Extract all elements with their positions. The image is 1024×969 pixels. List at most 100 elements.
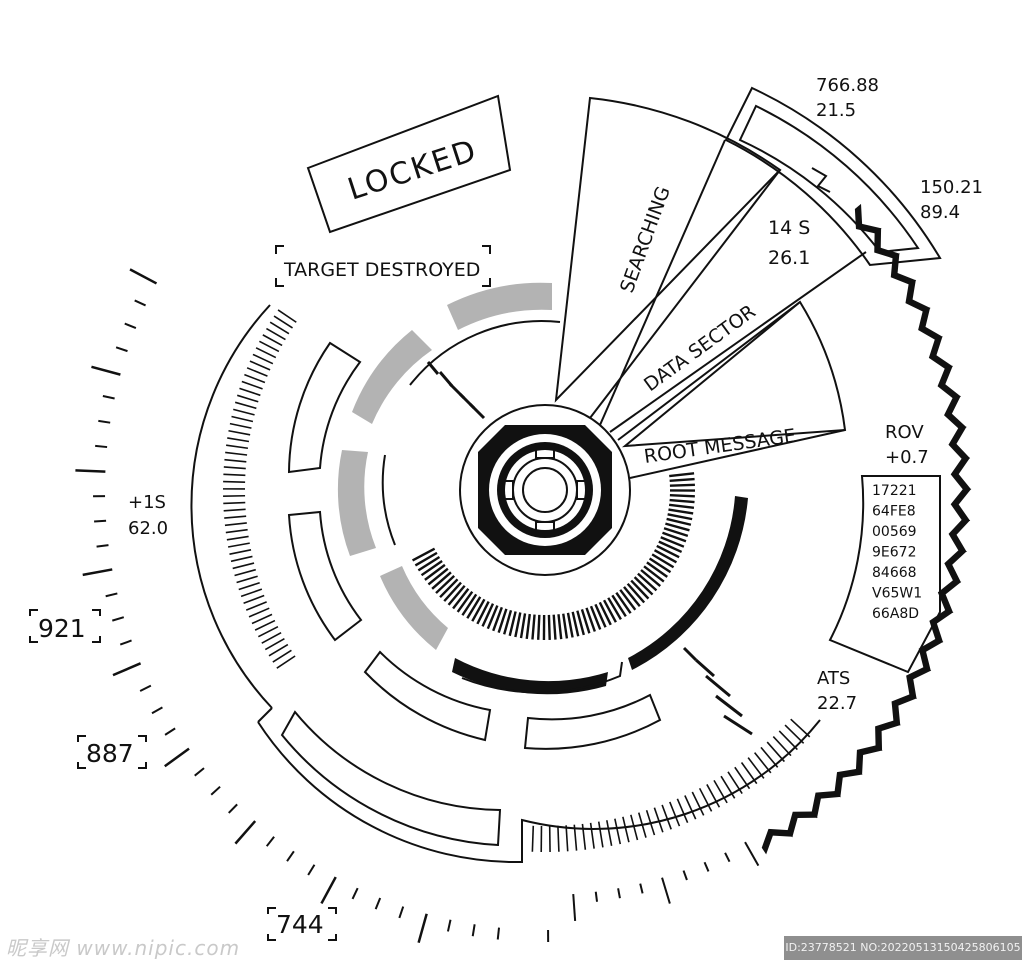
outer-tick — [446, 919, 452, 932]
hatch-line — [691, 791, 705, 816]
outer-tick — [75, 469, 106, 473]
inner-hatch-line — [637, 572, 658, 592]
inner-hatch-line — [439, 578, 459, 599]
inner-hatch-line — [648, 557, 672, 574]
hatch-line — [231, 415, 254, 423]
core-nub-right — [576, 480, 588, 500]
inner-hatch-line — [431, 571, 452, 590]
inner-hatch-line — [456, 590, 474, 613]
inner-hatch-line — [669, 494, 695, 498]
inner-hatch-line — [461, 593, 478, 616]
hatch-line — [246, 367, 268, 377]
outer-tick — [307, 864, 316, 876]
inner-hatch-line — [667, 513, 693, 521]
bracket-744 — [267, 907, 337, 941]
left-panel-2 — [287, 510, 363, 642]
inner-hatch-line — [653, 549, 678, 564]
dash-group-upper — [426, 361, 486, 420]
chevron-mark — [855, 745, 883, 775]
hatch-line — [622, 816, 630, 843]
outer-tick — [124, 322, 137, 329]
hatch-line — [661, 804, 672, 830]
outer-tick — [398, 906, 405, 919]
inner-hatch-line — [603, 599, 617, 623]
chevron-mark — [950, 488, 972, 521]
outer-tick — [374, 897, 382, 910]
watermark-left: 昵享网 www.nipic.com — [6, 936, 241, 960]
chevron-mark — [937, 579, 962, 613]
outer-tick — [417, 913, 428, 944]
hatch-line — [243, 594, 265, 605]
outer-tick — [82, 568, 113, 577]
inner-hatch-line — [414, 551, 438, 567]
code-entry: 9E672 — [872, 545, 916, 561]
inner-hatch-line — [607, 597, 622, 620]
chevron-mark — [906, 666, 932, 699]
hatch-line — [784, 724, 805, 744]
outer-tick — [234, 820, 257, 845]
left-panel-1 — [287, 341, 362, 474]
inner-hatch-line — [623, 586, 641, 608]
outer-tick — [286, 850, 295, 862]
hatch-line — [684, 795, 697, 820]
inner-hatch-line — [585, 607, 596, 632]
inner-hatch-line — [427, 567, 449, 586]
outer-tick — [639, 883, 644, 894]
outer-tick — [105, 592, 118, 598]
bracket-887-label: 887 — [86, 739, 134, 768]
core-nub-bottom — [535, 521, 555, 533]
hatch-line — [226, 535, 249, 541]
outer-tick — [228, 803, 238, 814]
readout-top-a2: 21.5 — [816, 100, 856, 121]
inner-hatch-line — [447, 584, 466, 606]
root-message-sector — [621, 300, 847, 448]
hatch-line — [227, 437, 250, 443]
hatch-line — [249, 360, 271, 371]
hatch-line — [713, 779, 728, 804]
outer-tick — [744, 841, 760, 867]
hatch-line — [257, 625, 279, 638]
outer-tick — [129, 268, 158, 285]
hatch-line — [272, 649, 292, 663]
outer-tick — [98, 419, 111, 424]
hatch-line — [224, 515, 247, 519]
chevron-mark — [918, 307, 943, 340]
hatch-line — [252, 353, 274, 365]
target-destroyed-bracket — [275, 245, 491, 287]
chevron-arc — [761, 203, 972, 855]
hatch-line — [223, 473, 246, 477]
chevron-mark — [944, 395, 967, 429]
hatch-line — [676, 798, 689, 824]
outer-tick — [134, 299, 146, 307]
readout-top-b2: 89.4 — [920, 202, 960, 223]
hatch-line — [269, 321, 290, 335]
code-entry: 64FE8 — [872, 504, 916, 520]
inner-hatch-line — [557, 614, 563, 640]
outer-tick — [661, 877, 671, 904]
inner-hatch-line — [598, 601, 612, 626]
readout-mid2: 26.1 — [768, 247, 810, 269]
inner-hatch-line — [481, 603, 495, 627]
hatch-line — [239, 387, 261, 397]
chevron-mark — [834, 768, 863, 798]
inner-hatch-line — [531, 614, 536, 640]
inner-hatch-line — [666, 517, 692, 526]
hatch-line — [255, 347, 277, 359]
hatch-line — [233, 408, 255, 416]
hatch-line — [223, 466, 246, 470]
outer-tick — [96, 544, 109, 548]
rov-value: +0.7 — [885, 447, 929, 468]
inner-hatch-line — [420, 559, 443, 577]
outer-ring-notch — [257, 707, 273, 723]
inner-hatch-line — [594, 603, 607, 628]
hatch-ring — [222, 309, 811, 852]
outer-tick — [194, 767, 205, 777]
hatch-line — [240, 588, 263, 598]
bracket-744-label: 744 — [276, 910, 324, 939]
bracket-887 — [77, 735, 147, 769]
readout-mid1: 14 S — [768, 217, 810, 239]
inner-hatch-line — [658, 540, 683, 554]
inner-hatch-line — [669, 483, 695, 487]
hatch-line — [223, 508, 246, 512]
hatch-line — [224, 522, 247, 527]
